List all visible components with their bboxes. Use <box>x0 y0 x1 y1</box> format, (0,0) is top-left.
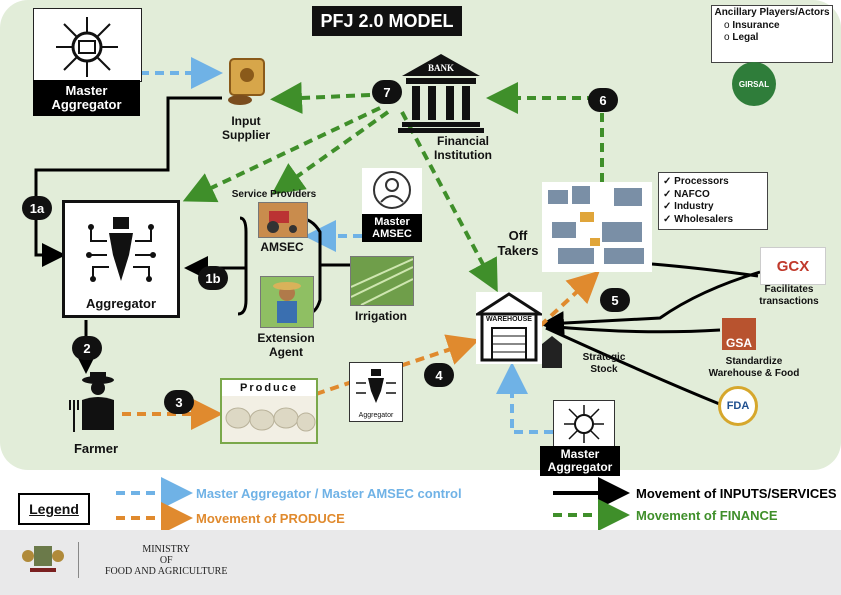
arrow-offtakers-to-gcx <box>651 262 759 278</box>
footer-divider <box>78 542 79 578</box>
step-badge-3: 3 <box>164 390 194 414</box>
gsa-logo: GSA <box>722 318 756 350</box>
gsa-logo-text: GSA <box>725 336 752 350</box>
ministry-name: MINISTRY OF FOOD AND AGRICULTURE <box>105 544 227 577</box>
ministry-line: FOOD AND AGRICULTURE <box>105 566 228 577</box>
arrow-gsa-to-warehouse <box>545 324 721 334</box>
arrow-bank-to-supplier <box>270 81 371 114</box>
network-icon <box>56 17 118 77</box>
irrigation-label: Irrigation <box>354 309 407 323</box>
amsec-label: AMSEC <box>260 240 304 254</box>
page-title: PFJ 2.0 MODEL <box>312 6 462 36</box>
master-amsec-label: Master AMSEC <box>362 214 422 242</box>
ministry-line: OF <box>159 555 173 566</box>
legend-blue-label: Master Aggregator / Master AMSEC control <box>196 486 462 501</box>
aggregator-box: Aggregator <box>62 200 180 318</box>
warehouse-icon: WAREHOUSE <box>472 292 546 364</box>
step-badge-4: 4 <box>424 363 454 387</box>
arrow-bank-to-warehouse <box>400 111 498 293</box>
extension-agent-label: Extension Agent <box>257 331 315 359</box>
arrow-fda-to-warehouse <box>545 326 723 407</box>
offtakers-list: Processors NAFCO Industry Wholesalers <box>658 172 768 230</box>
bracket-service-providers <box>237 216 248 316</box>
small-aggregator-box: Aggregator <box>349 362 403 422</box>
bank-icon: BANK <box>398 52 484 134</box>
arrow-bank-to-aggregator <box>182 106 381 203</box>
aggregator-icon <box>86 217 156 282</box>
girsal-logo-text: GIRSAL <box>738 79 770 89</box>
arrow-gcx-to-warehouse <box>540 270 761 336</box>
aggregator-label: Aggregator <box>85 296 157 311</box>
facilitates-label: Facilitates transactions <box>759 284 819 307</box>
service-providers-label: Service Providers <box>231 189 317 200</box>
ministry-line: MINISTRY <box>142 544 191 555</box>
girsal-logo: GIRSAL <box>732 62 776 106</box>
fda-logo: FDA <box>718 386 758 426</box>
seed-bag-icon <box>222 55 272 107</box>
legend-black-label: Movement of INPUTS/SERVICES <box>636 486 837 501</box>
farmer-label: Farmer <box>73 441 119 456</box>
offtakers-label: Off Takers <box>497 228 539 258</box>
step-badge-2: 2 <box>72 336 102 360</box>
arrow-offtakers-to-bank <box>486 82 604 182</box>
gcx-logo-text: GCX <box>776 257 810 275</box>
bank-sign: BANK <box>427 63 454 73</box>
step-badge-1b: 1b <box>198 266 228 290</box>
step-badge-1a: 1a <box>22 196 52 220</box>
arrow-master-to-warehouse <box>496 362 553 434</box>
produce-image: Produce <box>220 378 318 444</box>
arrow-bank-to-serviceproviders <box>271 110 390 195</box>
coat-of-arms-logo <box>18 540 68 576</box>
irrigation-image <box>350 256 414 306</box>
small-aggregator-label: Aggregator <box>358 412 394 419</box>
footer-bar <box>0 530 841 595</box>
legend-orange-label: Movement of PRODUCE <box>196 511 345 526</box>
master-aggregator-top-label: Master Aggregator <box>33 80 140 116</box>
legend-green-label: Movement of FINANCE <box>636 508 778 523</box>
offtakers-item: NAFCO <box>663 189 763 202</box>
ancillary-box: Ancillary Players/Actors Insurance Legal <box>711 5 833 63</box>
person-icon <box>362 168 422 214</box>
financial-institution-label: Financial Institution <box>434 134 492 162</box>
offtakers-item: Processors <box>663 176 763 189</box>
step-badge-5: 5 <box>600 288 630 312</box>
legend-title: Legend <box>18 493 90 525</box>
tractor-image <box>258 202 308 238</box>
extension-agent-image <box>260 276 314 328</box>
step-badge-6: 6 <box>588 88 618 112</box>
farmer-icon <box>66 370 126 436</box>
arrow-supplier-to-aggregator <box>34 96 222 267</box>
ancillary-heading: Ancillary Players/Actors <box>714 7 830 18</box>
silo-icon <box>540 334 564 368</box>
master-aggregator-bottom-label: Master Aggregator <box>540 446 620 476</box>
fda-logo-text: FDA <box>726 400 750 412</box>
warehouse-sign: WAREHOUSE <box>486 316 532 323</box>
offtakers-image <box>542 182 652 272</box>
input-supplier-label: Input Supplier <box>221 114 270 142</box>
offtakers-item: Wholesalers <box>663 214 763 227</box>
offtakers-item: Industry <box>663 201 763 214</box>
master-aggregator-bottom-icon <box>553 400 615 448</box>
ancillary-item: Insurance <box>724 20 832 32</box>
ancillary-item: Legal <box>724 32 832 44</box>
step-badge-7: 7 <box>372 80 402 104</box>
gcx-logo: GCX <box>760 247 826 285</box>
arrow-warehouse-to-offtakers <box>538 270 600 328</box>
master-aggregator-top-icon <box>33 8 142 82</box>
strategic-stock-label: Strategic Stock <box>582 352 626 375</box>
standardize-label: Standardize Warehouse & Food <box>708 356 800 379</box>
produce-sign: Produce <box>222 380 316 396</box>
